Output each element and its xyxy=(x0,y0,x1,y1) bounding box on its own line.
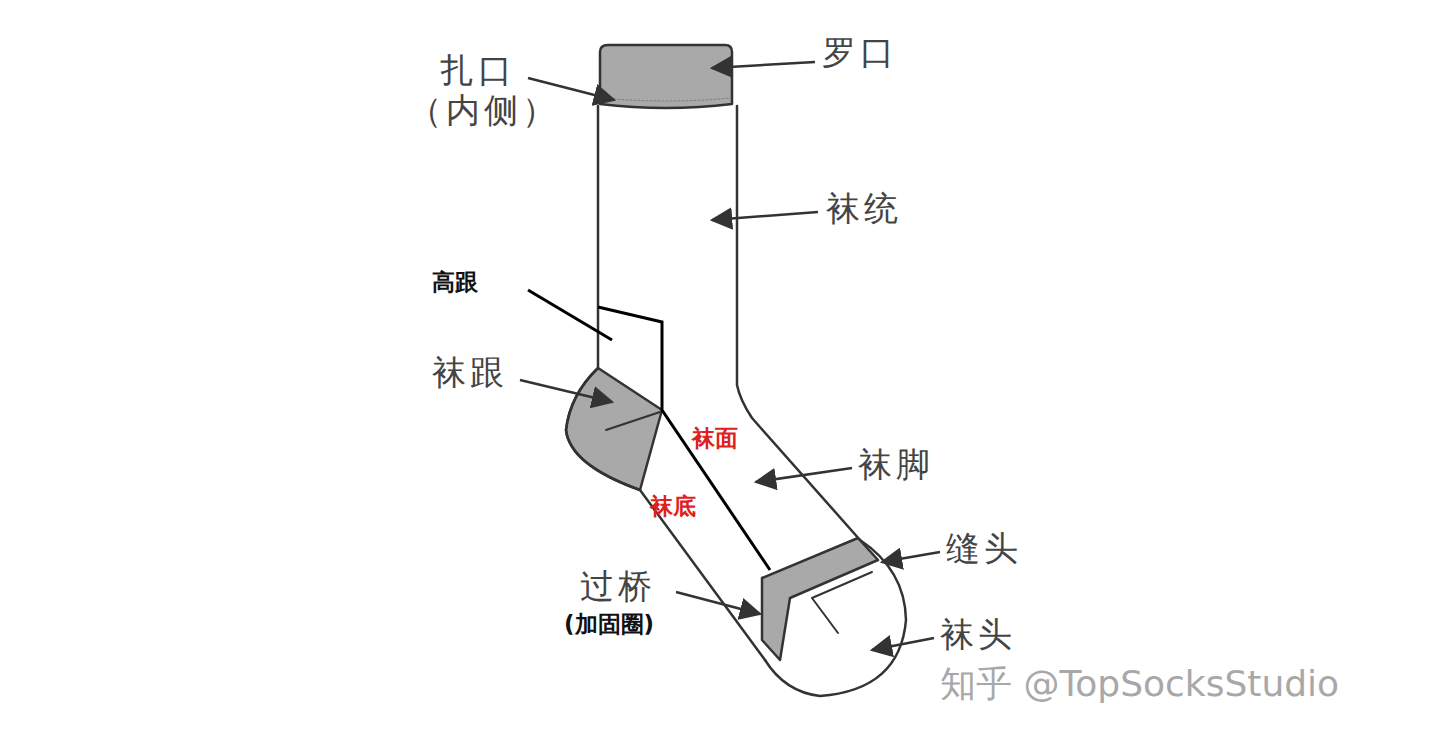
leader-line xyxy=(528,290,612,340)
part-label: 罗口 xyxy=(822,34,898,71)
sock-back-outline xyxy=(566,106,765,660)
bridge-band xyxy=(762,538,878,660)
part-label: 缝头 xyxy=(946,530,1022,567)
sock-front-outline xyxy=(737,106,860,540)
heel xyxy=(566,368,662,490)
leader-line xyxy=(520,380,612,402)
leader-line xyxy=(882,552,940,562)
part-label: 袜跟 xyxy=(432,354,508,391)
leader-line xyxy=(872,638,934,650)
part-label: 高跟 xyxy=(432,270,478,295)
leader-line xyxy=(712,62,815,68)
part-label: 袜底 xyxy=(650,494,696,519)
part-note: (加固圈) xyxy=(564,612,654,637)
leader-line xyxy=(756,468,852,482)
part-label: 过桥 xyxy=(580,568,656,605)
part-label: 袜脚 xyxy=(858,446,934,483)
part-label: 袜头 xyxy=(940,616,1016,653)
part-label: 扎口 xyxy=(440,52,516,89)
toe-seam xyxy=(812,572,872,633)
watermark: 知乎 @TopSocksStudio xyxy=(940,664,1339,704)
high-heel-line xyxy=(598,307,770,570)
cuff xyxy=(600,45,732,108)
toe-outline xyxy=(765,540,906,696)
leader-line xyxy=(676,592,760,614)
part-label: 袜统 xyxy=(826,190,902,227)
leader-line xyxy=(712,212,818,220)
part-note: （内侧） xyxy=(408,92,560,129)
part-label: 袜面 xyxy=(692,426,738,451)
